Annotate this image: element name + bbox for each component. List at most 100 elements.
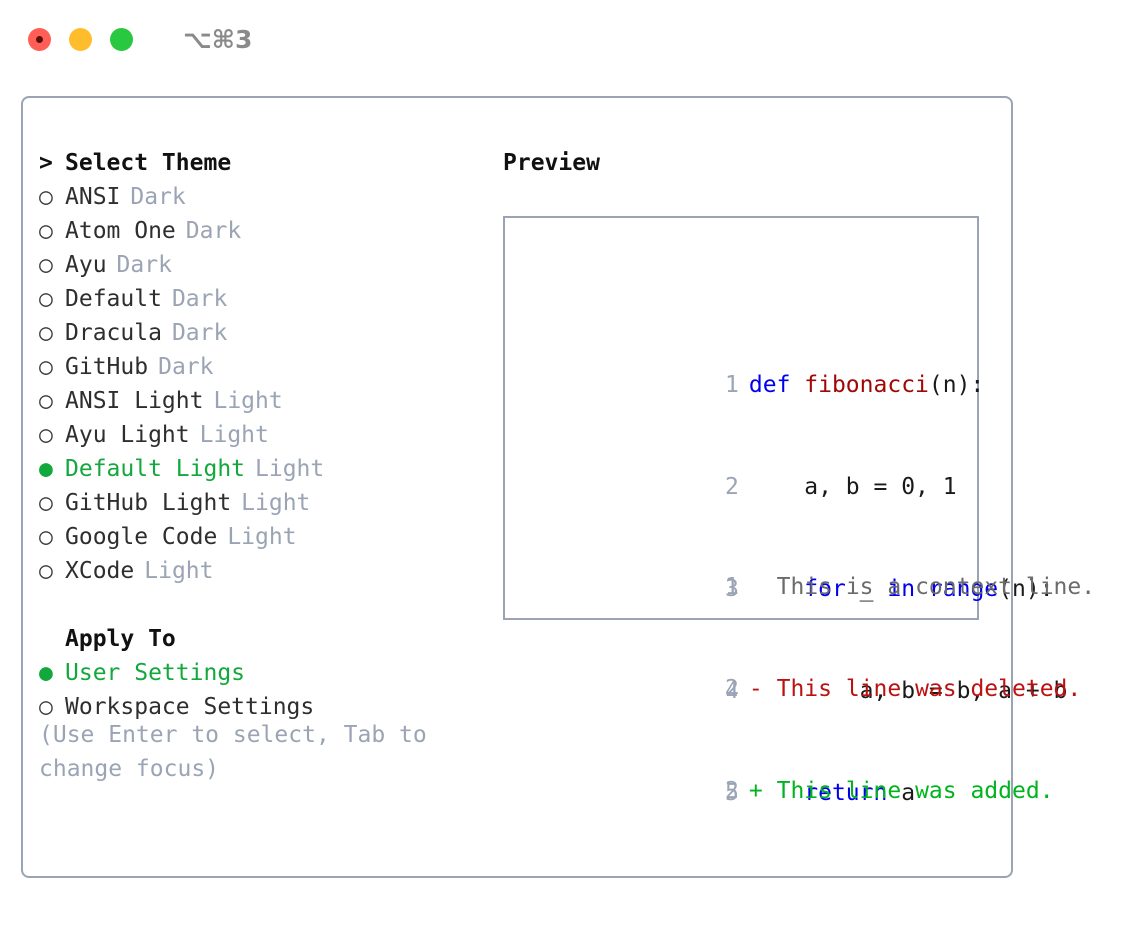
theme-tag: Light <box>241 490 311 516</box>
line-number: 2 <box>725 676 739 702</box>
theme-label: ANSI <box>65 184 121 210</box>
radio-unselected-icon[interactable]: ○ <box>39 320 53 346</box>
code-token: fibonacci <box>804 372 929 398</box>
radio-unselected-icon[interactable]: ○ <box>39 218 53 244</box>
list-spacer <box>39 588 489 622</box>
diff-text: This is a context line. <box>776 574 1096 600</box>
radio-selected-icon[interactable]: ● <box>39 660 53 686</box>
diff-text: This line was added. <box>776 778 1054 804</box>
prompt-marker-icon: > <box>39 150 53 176</box>
theme-tag: Light <box>144 558 214 584</box>
theme-label: Default <box>65 286 162 312</box>
theme-label: GitHub Light <box>65 490 232 516</box>
code-token: return <box>804 780 888 806</box>
apply-to-label: User Settings <box>65 660 246 686</box>
select-theme-heading: > Select Theme <box>39 146 489 180</box>
theme-label: ANSI Light <box>65 388 204 414</box>
apply-to-heading: . Apply To <box>39 622 489 656</box>
code-token: range <box>928 576 999 602</box>
theme-list-item-ayu[interactable]: ○ Ayu Dark <box>39 248 489 282</box>
apply-to-label: Workspace Settings <box>65 694 315 720</box>
keyboard-hint-text: (Use Enter to select, Tab to change focu… <box>39 722 441 782</box>
close-button[interactable] <box>28 27 51 51</box>
diff-line-deleted: 2- This line was deleted. <box>521 638 1095 702</box>
code-line: 5 return a <box>521 742 1067 806</box>
diff-line-added: 2 + This line was added. <box>521 740 1095 804</box>
theme-list-item-google-code[interactable]: ○ Google Code Light <box>39 520 489 554</box>
diff-marker: + <box>748 778 763 804</box>
traffic-light-group <box>28 27 133 51</box>
theme-label: XCode <box>65 558 135 584</box>
radio-unselected-icon[interactable]: ○ <box>39 184 53 210</box>
line-number: 5 <box>725 780 739 806</box>
line-number: 1 <box>725 372 739 398</box>
theme-tag: Dark <box>171 286 228 312</box>
theme-list-item-github-light[interactable]: ○ GitHub Light Light <box>39 486 489 520</box>
theme-tag: Dark <box>116 252 172 278</box>
code-token: a, b = b, a + b <box>748 678 1068 704</box>
theme-tag: Light <box>213 388 283 414</box>
radio-unselected-icon[interactable]: ○ <box>39 524 53 550</box>
code-line: 4 a, b = b, a + b <box>521 640 1067 704</box>
theme-list-item-default-light[interactable]: ● Default Light Light <box>39 452 489 486</box>
code-line: 2 a, b = 0, 1 <box>521 436 1067 500</box>
heading-indent: . <box>39 622 65 656</box>
apply-to-option-workspace-settings[interactable]: ○ Workspace Settings <box>39 690 489 724</box>
line-number: 2 <box>725 474 739 500</box>
radio-unselected-icon[interactable]: ○ <box>39 422 53 448</box>
diff-text: This line was deleted. <box>776 676 1082 702</box>
theme-list-item-atom-one[interactable]: ○ Atom One Dark <box>39 214 489 248</box>
theme-tag: Light <box>199 422 269 448</box>
theme-list-item-github[interactable]: ○ GitHub Dark <box>39 350 489 384</box>
theme-label: Default Light <box>65 456 246 482</box>
radio-selected-icon[interactable]: ● <box>39 456 53 482</box>
radio-unselected-icon[interactable]: ○ <box>39 286 53 312</box>
theme-list-item-xcode[interactable]: ○ XCode Light <box>39 554 489 588</box>
diff-marker <box>749 574 763 600</box>
code-line: 3 for _ in range(n): <box>521 538 1067 602</box>
diff-sample: 1 This is a context line. 2- This line w… <box>521 468 1095 842</box>
line-number: 2 <box>725 778 739 804</box>
keyboard-shortcut-label: ⌥⌘3 <box>183 24 253 54</box>
minimize-button[interactable] <box>69 27 92 51</box>
theme-tag: Light <box>255 456 325 482</box>
theme-label: Google Code <box>65 524 218 550</box>
theme-list-item-ansi-light[interactable]: ○ ANSI Light Light <box>39 384 489 418</box>
diff-line-context: 1 This is a context line. <box>521 536 1095 600</box>
select-theme-title: Select Theme <box>65 150 232 176</box>
radio-unselected-icon[interactable]: ○ <box>39 490 53 516</box>
maximize-button[interactable] <box>110 27 133 51</box>
radio-unselected-icon[interactable]: ○ <box>39 252 53 278</box>
theme-list-item-ayu-light[interactable]: ○ Ayu Light Light <box>39 418 489 452</box>
theme-list-item-ansi[interactable]: ○ ANSI Dark <box>39 180 489 214</box>
theme-list-item-default[interactable]: ○ Default Dark <box>39 282 489 316</box>
theme-tag: Dark <box>185 218 242 244</box>
code-token: in <box>887 576 916 602</box>
theme-label: Ayu <box>65 252 107 278</box>
apply-to-title: Apply To <box>65 626 176 652</box>
radio-unselected-icon[interactable]: ○ <box>39 558 53 584</box>
theme-label: Dracula <box>65 320 162 346</box>
main-panel: > Select Theme ○ ANSI Dark ○ Atom One Da… <box>21 96 1095 878</box>
theme-tag: Light <box>227 524 297 550</box>
code-token: _ <box>845 576 888 602</box>
code-token: a <box>887 780 916 806</box>
apply-to-option-user-settings[interactable]: ● User Settings <box>39 656 489 690</box>
radio-unselected-icon[interactable]: ○ <box>39 388 53 414</box>
theme-tag: Dark <box>171 320 228 346</box>
theme-list-item-dracula[interactable]: ○ Dracula Dark <box>39 316 489 350</box>
radio-unselected-icon[interactable]: ○ <box>39 354 53 380</box>
radio-unselected-icon[interactable]: ○ <box>39 694 53 720</box>
code-token: def <box>748 372 805 398</box>
diff-marker: - <box>748 676 763 702</box>
code-token: for <box>804 576 846 602</box>
line-number: 1 <box>725 574 739 600</box>
code-token: (n): <box>928 372 985 398</box>
preview-heading: Preview <box>503 150 600 176</box>
code-token: (n): <box>998 576 1054 602</box>
title-bar: ⌥⌘3 <box>0 0 1140 78</box>
